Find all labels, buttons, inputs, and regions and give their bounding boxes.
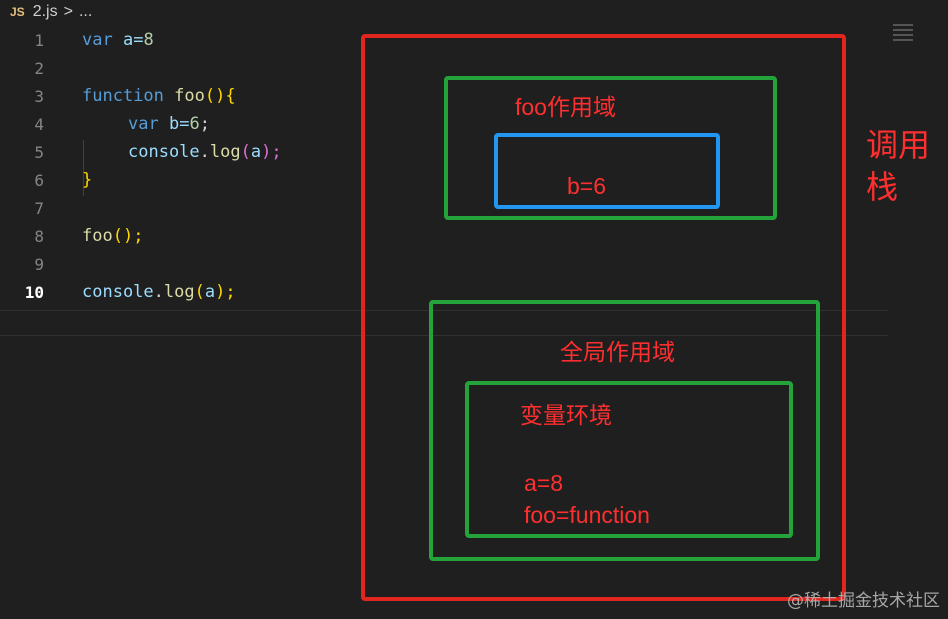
code-line[interactable]: 1 var a=8 (0, 26, 948, 54)
code-line[interactable]: 7 (0, 194, 948, 222)
call-stack-label-2: 栈 (866, 169, 899, 205)
line-number: 2 (34, 58, 44, 78)
file-name[interactable]: 2.js (32, 3, 58, 20)
code-line[interactable]: 10 console.log(a); (0, 278, 948, 306)
code-text: console.log(a); (82, 282, 236, 302)
chevron-right-icon: > (63, 3, 73, 20)
minimap-line (893, 34, 913, 36)
code-text: var b=6; (128, 114, 210, 134)
minimap-line (893, 29, 913, 31)
code-line[interactable]: 2 (0, 54, 948, 82)
global-scope-box (429, 300, 820, 561)
code-line[interactable]: 3 function foo(){ (0, 82, 948, 110)
minimap-line (893, 39, 913, 41)
line-number: 3 (34, 86, 44, 106)
code-editor[interactable]: 1 var a=8 2 3 function foo(){ 4 var b=6;… (0, 26, 948, 619)
line-number: 9 (34, 254, 44, 274)
call-stack-label: 调用 (866, 127, 931, 163)
global-value-a: a=8 (524, 470, 564, 496)
code-line[interactable]: 9 (0, 250, 948, 278)
code-line[interactable]: 8 foo(); (0, 222, 948, 250)
foo-variable-box (494, 133, 720, 209)
foo-scope-label: foo作用域 (515, 94, 616, 120)
code-text: var a=8 (82, 30, 154, 50)
javascript-file-icon: JS (10, 5, 25, 19)
line-number: 1 (34, 30, 44, 50)
global-value-foo: foo=function (524, 502, 650, 528)
line-number: 4 (34, 114, 44, 134)
breadcrumb-trail[interactable]: ... (78, 3, 93, 20)
minimap-line (893, 24, 913, 26)
line-number: 8 (34, 226, 44, 246)
indent-guide (83, 140, 84, 196)
code-line[interactable]: 6 } (0, 166, 948, 194)
line-number: 6 (34, 170, 44, 190)
line-number: 5 (34, 142, 44, 162)
line-number-active: 10 (24, 282, 44, 302)
breadcrumb: JS 2.js > ... (10, 0, 92, 24)
code-text: foo(); (82, 226, 144, 246)
call-stack-box (361, 34, 846, 601)
code-text: console.log(a); (128, 142, 282, 162)
foo-scope-box (444, 76, 777, 220)
global-scope-label: 全局作用域 (560, 339, 675, 365)
code-line[interactable]: 4 var b=6; (0, 110, 948, 138)
code-text: } (82, 170, 93, 190)
code-line[interactable]: 5 console.log(a); (0, 138, 948, 166)
watermark: @稀土掘金技术社区 (787, 591, 940, 611)
current-line-highlight (0, 310, 888, 336)
minimap[interactable] (893, 24, 913, 52)
variable-environment-box (465, 381, 793, 538)
code-text: function foo(){ (82, 86, 236, 106)
line-number: 7 (34, 198, 44, 218)
foo-variable-value: b=6 (567, 173, 607, 199)
variable-environment-label: 变量环境 (520, 402, 612, 428)
